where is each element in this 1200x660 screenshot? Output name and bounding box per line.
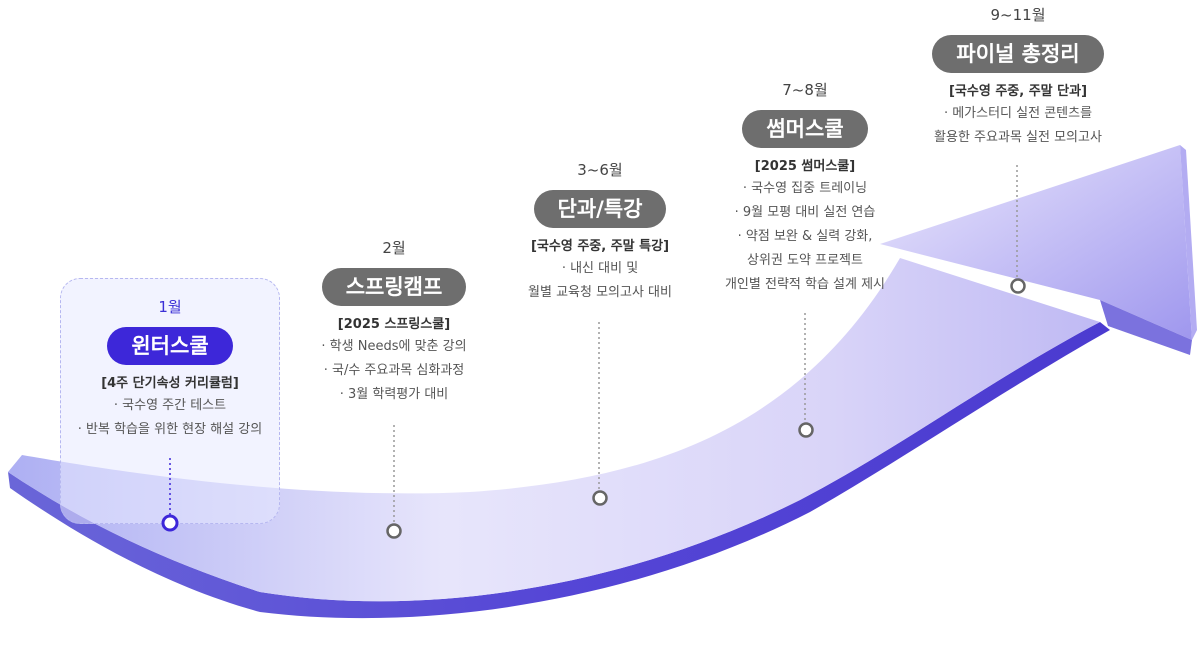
stage-item: · 반복 학습을 위한 현장 해설 강의	[77, 422, 263, 437]
stage-summer-school: 7~8월 썸머스쿨 [2025 썸머스쿨] · 국수영 집중 트레이닝 · 9월…	[695, 80, 915, 297]
marker-2	[592, 490, 608, 506]
stage-title-badge: 파이널 총정리	[932, 35, 1104, 73]
stage-final-review: 9~11월 파이널 총정리 [국수영 주중, 주말 단과] · 메가스터디 실전…	[907, 5, 1129, 150]
arrow-body	[8, 258, 1100, 602]
stage-item: · 국수영 주간 테스트	[113, 398, 227, 413]
marker-3	[798, 422, 814, 438]
stage-item: · 9월 모평 대비 실전 연습	[734, 205, 876, 220]
stage-winter-school: 1월 윈터스쿨 [4주 단기속성 커리큘럼] · 국수영 주간 테스트 · 반복…	[60, 297, 280, 442]
marker-4	[1010, 278, 1026, 294]
arrow-head-edge	[1180, 145, 1197, 340]
stage-spring-camp: 2월 스프링캠프 [2025 스프링스쿨] · 학생 Needs에 맞춘 강의 …	[294, 238, 494, 407]
stage-subtitle: [2025 썸머스쿨]	[754, 159, 856, 174]
stage-subtitle: [4주 단기속성 커리큘럼]	[101, 376, 239, 391]
stage-item: · 약점 보완 & 실력 강화,	[737, 229, 873, 244]
stage-item: · 메가스터디 실전 콘텐츠를	[943, 106, 1093, 121]
stage-item: 활용한 주요과목 실전 모의고사	[934, 130, 1102, 145]
stage-subtitle: [국수영 주중, 주말 단과]	[948, 84, 1088, 99]
stage-title-badge: 단과/특강	[533, 190, 667, 228]
stage-item: 월별 교육청 모의고사 대비	[528, 285, 672, 300]
stage-single-course: 3~6월 단과/특강 [국수영 주중, 주말 특강] · 내신 대비 및 월별 …	[490, 160, 710, 305]
stage-item: 개인별 전략적 학습 설계 제시	[724, 277, 886, 292]
stage-month: 9~11월	[990, 6, 1046, 24]
stage-item: 상위권 도약 프로젝트	[747, 253, 863, 268]
stage-item: · 3월 학력평가 대비	[339, 387, 449, 402]
stage-item: · 내신 대비 및	[561, 261, 639, 276]
arrow-head-side	[1100, 300, 1192, 355]
marker-0	[161, 514, 179, 532]
stage-month: 1월	[158, 298, 182, 316]
stage-subtitle: [2025 스프링스쿨]	[337, 317, 451, 332]
arrow-head	[880, 145, 1192, 340]
stage-item: · 국수영 집중 트레이닝	[742, 181, 868, 196]
stage-subtitle: [국수영 주중, 주말 특강]	[530, 239, 670, 254]
stage-month: 2월	[382, 239, 406, 257]
stage-title-badge: 스프링캠프	[321, 268, 467, 306]
stage-title-badge: 썸머스쿨	[742, 110, 868, 148]
stage-month: 7~8월	[782, 81, 828, 99]
marker-1	[386, 523, 402, 539]
stage-title-badge: 윈터스쿨	[107, 327, 233, 365]
stage-item: · 국/수 주요과목 심화과정	[323, 363, 465, 378]
stage-item: · 학생 Needs에 맞춘 강의	[321, 339, 467, 354]
stage-month: 3~6월	[577, 161, 623, 179]
